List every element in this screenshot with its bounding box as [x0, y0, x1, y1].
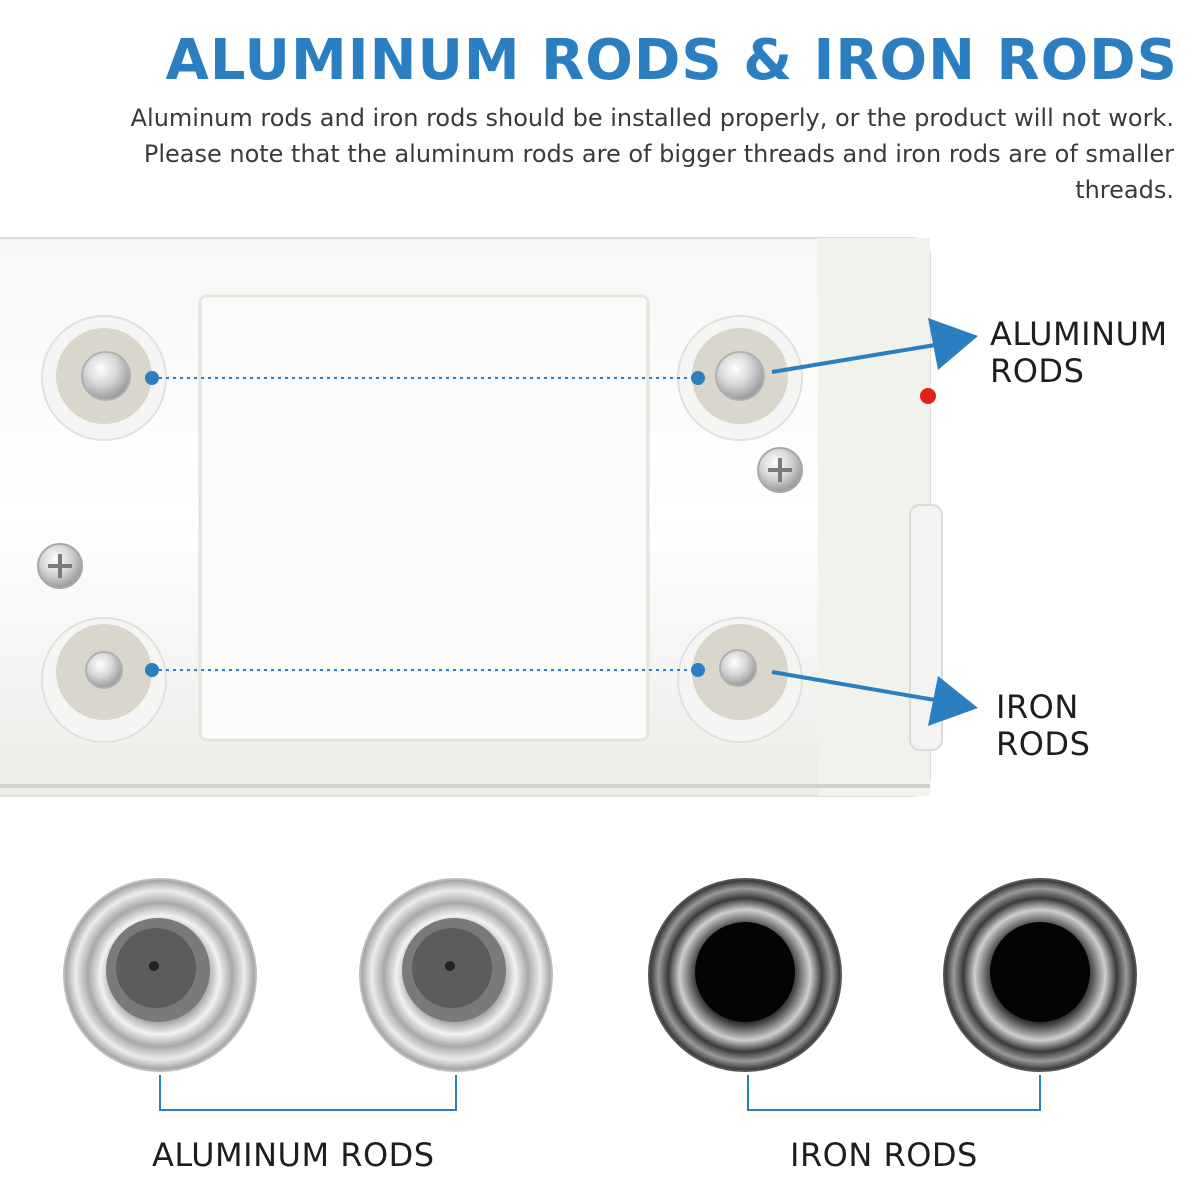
arrow-icon [771, 670, 978, 726]
page-title: ALUMINUM RODS & IRON RODS [165, 28, 1178, 93]
aluminum-rod-photo [359, 878, 553, 1072]
callout-iron-rods: IRON RODS [996, 688, 1091, 763]
iron-rod-mount-left [41, 617, 167, 743]
indicator-light [920, 388, 936, 404]
dotted-connector-aluminum [145, 371, 705, 385]
description-line-3: threads. [1075, 176, 1174, 204]
callout-aluminum-rods: ALUMINUM RODS [990, 315, 1168, 390]
aluminum-rod-photo [63, 878, 257, 1072]
bracket-aluminum [159, 1075, 457, 1111]
description-line-1: Aluminum rods and iron rods should be in… [130, 104, 1174, 132]
iron-rod-mount-right [677, 617, 803, 743]
aluminum-rod-mount-left [41, 315, 167, 441]
label-aluminum-rods: ALUMINUM RODS [152, 1136, 435, 1174]
power-switch [909, 504, 943, 751]
arrow-icon [771, 318, 978, 374]
screw-icon [37, 543, 83, 589]
bracket-iron [747, 1075, 1041, 1111]
dotted-connector-iron [145, 663, 705, 677]
iron-rod-photo [648, 878, 842, 1072]
iron-rod-photo [943, 878, 1137, 1072]
description-line-2: Please note that the aluminum rods are o… [143, 140, 1174, 168]
screw-icon [757, 447, 803, 493]
label-iron-rods: IRON RODS [790, 1136, 978, 1174]
description-text: Aluminum rods and iron rods should be in… [24, 100, 1174, 208]
aluminum-rod-mount-right [677, 315, 803, 441]
